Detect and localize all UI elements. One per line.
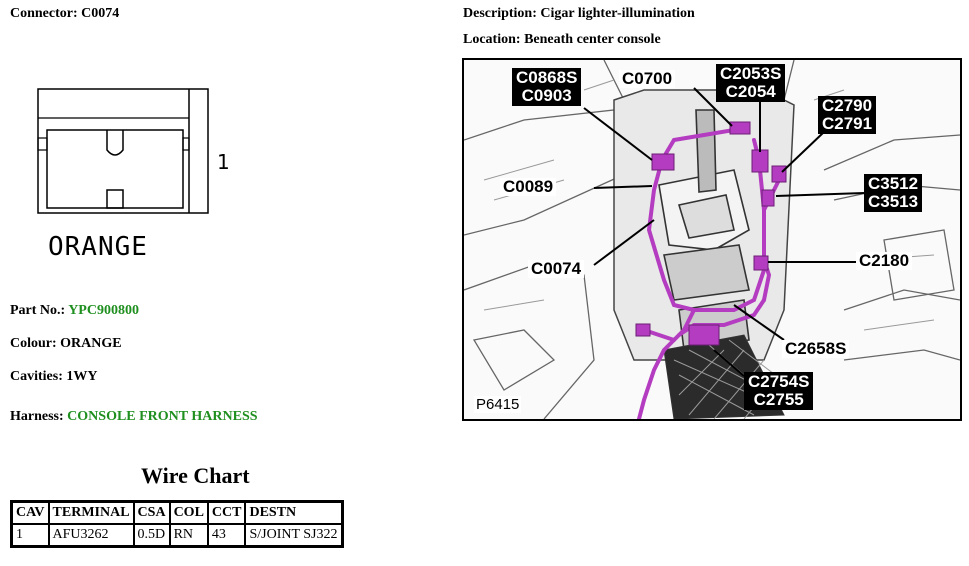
callout-c2053s-text: C2053S (720, 64, 782, 83)
callout-c0074[interactable]: C0074 (528, 260, 585, 278)
location-line: Location: Beneath center console (463, 32, 661, 48)
callout-c2658s[interactable]: C2658S (782, 340, 850, 358)
harness-label: Harness: (10, 409, 64, 424)
cell-csa: 0.5D (132, 523, 171, 548)
illustration-reference: P6415 (474, 396, 522, 413)
vehicle-console-drawing (464, 60, 960, 419)
callout-c2754s-text: C2754S (748, 372, 810, 391)
connector-line: Connector: C0074 (10, 6, 119, 22)
callout-c2790-c2791[interactable]: C2790 C2791 (818, 96, 877, 134)
column-header-cav: CAV (10, 500, 50, 525)
part-number-line: Part No.: YPC900800 (10, 303, 139, 319)
callout-c2054-text: C2054 (725, 82, 776, 101)
callout-c0700[interactable]: C0700 (619, 70, 676, 88)
location-value: Beneath center console (524, 32, 661, 47)
wire-chart-title: Wire Chart (141, 463, 250, 488)
callout-c2790-text: C2790 (822, 96, 873, 115)
table-row: 1 AFU3262 0.5D RN 43 S/JOINT SJ322 (10, 523, 344, 548)
part-number-label: Part No.: (10, 303, 66, 318)
cell-destn: S/JOINT SJ322 (244, 523, 344, 548)
harness-line: Harness: CONSOLE FRONT HARNESS (10, 409, 258, 425)
location-label: Location: (463, 32, 521, 47)
cavities-label: Cavities: (10, 369, 63, 384)
connector-label: Connector: (10, 6, 78, 21)
colour-value: ORANGE (60, 336, 122, 351)
callout-c2053s-c2054[interactable]: C2053S C2054 (716, 64, 786, 102)
cell-cav: 1 (10, 523, 50, 548)
cavities-value: 1WY (66, 369, 98, 384)
pin-number: 1 (217, 150, 230, 174)
wire-chart-table: CAV TERMINAL CSA COL CCT DESTN 1 AFU3262… (10, 500, 344, 548)
callout-c3513-text: C3513 (868, 192, 919, 211)
part-number-link[interactable]: YPC900800 (68, 303, 139, 318)
column-header-cct: CCT (206, 500, 247, 525)
callout-c0868s-c0903[interactable]: C0868S C0903 (512, 68, 582, 106)
connector-face-icon (37, 88, 209, 214)
callout-c2754s-c2755[interactable]: C2754S C2755 (744, 372, 814, 410)
connector-face-drawing (37, 88, 209, 214)
location-illustration: C0868S C0903 C0700 C2053S C2054 C2790 C2… (462, 58, 962, 421)
callout-c3512-text: C3512 (868, 174, 919, 193)
colour-line: Colour: ORANGE (10, 336, 122, 352)
callout-c2755-text: C2755 (753, 390, 804, 409)
cell-col: RN (168, 523, 209, 548)
connector-value: C0074 (81, 6, 120, 21)
callout-c3512-c3513[interactable]: C3512 C3513 (864, 174, 923, 212)
description-line: Description: Cigar lighter-illumination (463, 6, 695, 22)
colour-label: Colour: (10, 336, 57, 351)
wire-chart-header-row: CAV TERMINAL CSA COL CCT DESTN (10, 500, 344, 525)
callout-c0089[interactable]: C0089 (500, 178, 557, 196)
column-header-terminal: TERMINAL (47, 500, 135, 525)
description-label: Description: (463, 6, 537, 21)
callout-c0868s-text: C0868S (516, 68, 578, 87)
cell-terminal: AFU3262 (47, 523, 135, 548)
callout-c2180[interactable]: C2180 (856, 252, 913, 270)
callout-c0903-text: C0903 (521, 86, 572, 105)
harness-link[interactable]: CONSOLE FRONT HARNESS (67, 409, 258, 424)
cell-cct: 43 (206, 523, 247, 548)
callout-c2791-text: C2791 (822, 114, 873, 133)
column-header-csa: CSA (132, 500, 171, 525)
description-value: Cigar lighter-illumination (540, 6, 695, 21)
cavities-line: Cavities: 1WY (10, 369, 98, 385)
column-header-destn: DESTN (244, 500, 344, 525)
column-header-col: COL (168, 500, 209, 525)
face-color-caption: ORANGE (48, 232, 148, 262)
